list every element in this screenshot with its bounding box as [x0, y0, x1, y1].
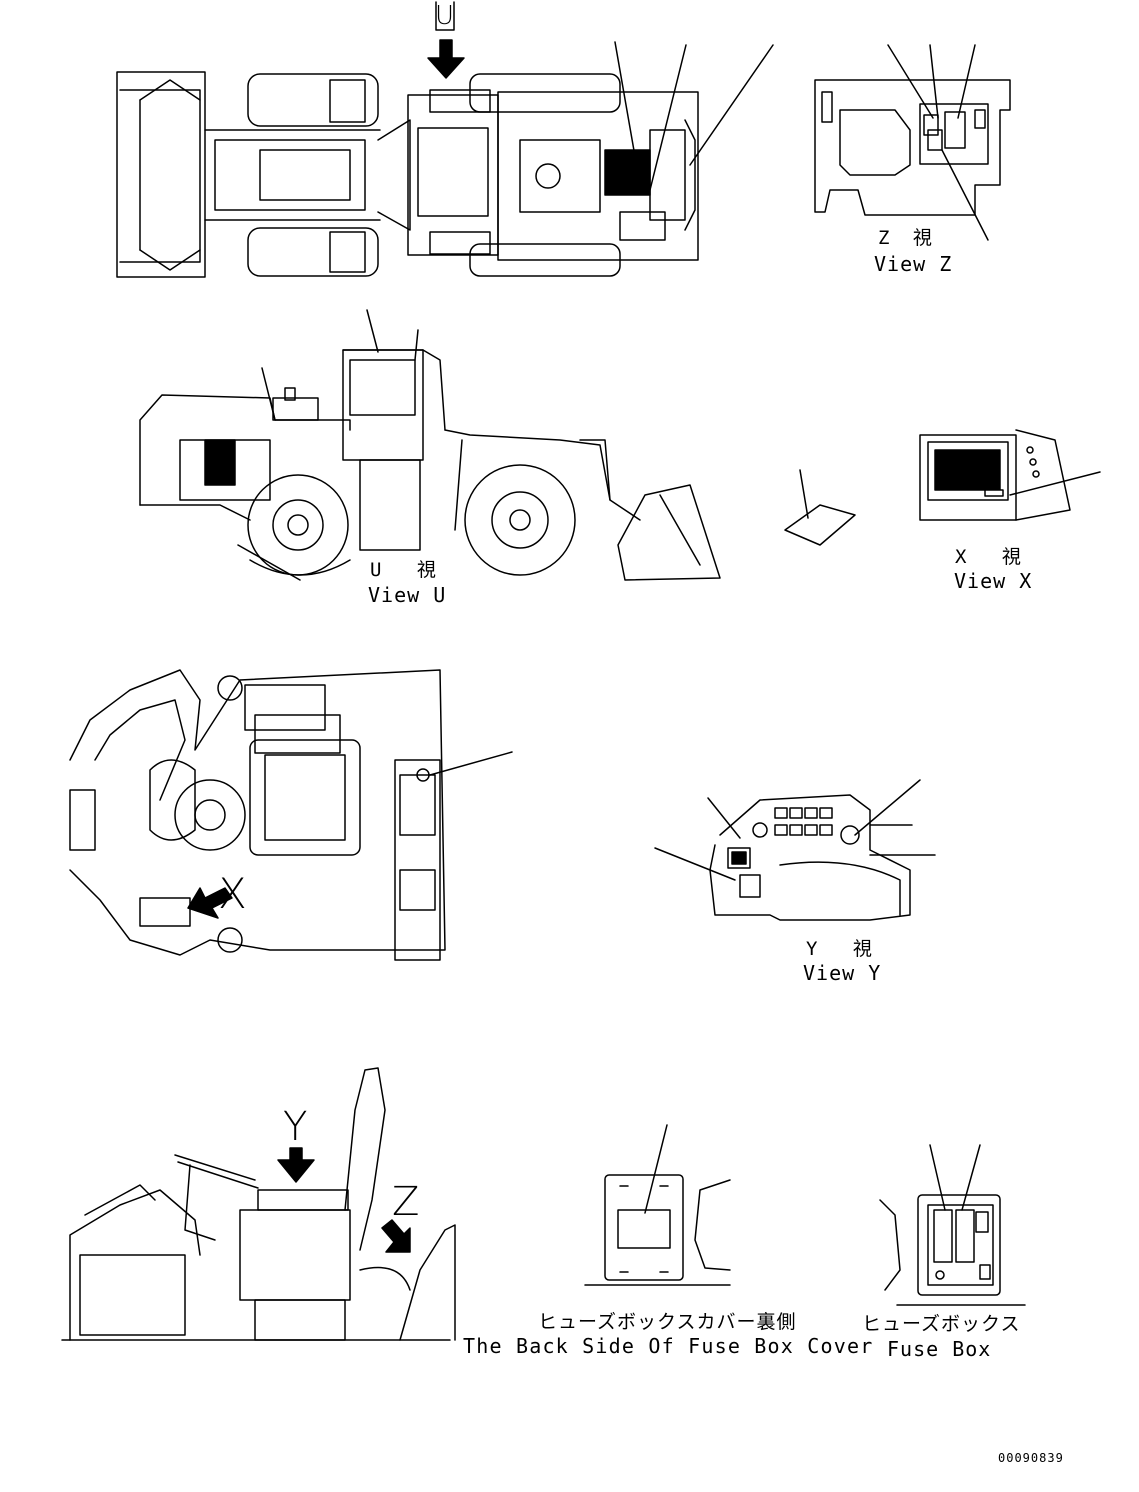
- cab-floor-plan: [69, 669, 513, 961]
- arrow-u-letter: U: [435, 1, 454, 31]
- arrow-x: [187, 887, 233, 919]
- view-x-decal-card: [784, 469, 856, 546]
- view-x-panel: [919, 429, 1101, 521]
- view-y-label-jp: Y 視: [806, 938, 884, 960]
- arrow-x-letter: X: [218, 869, 247, 918]
- arrow-z: [381, 1219, 411, 1253]
- drawing-number: 00090839: [998, 1451, 1064, 1465]
- view-y-label-en: View Y: [803, 961, 881, 985]
- view-x-label-en: View X: [954, 569, 1032, 593]
- fuse-box-cover: [584, 1124, 731, 1286]
- view-u-label-jp: U 視: [370, 559, 448, 581]
- view-z-label-en: View Z: [874, 252, 952, 276]
- arrow-letters: U X Y Z: [218, 1, 454, 1225]
- view-z-panel: [814, 44, 1011, 241]
- side-view-leader-lines: [261, 309, 419, 421]
- fuse-box-cover-label-jp: ヒューズボックスカバー裏側: [538, 1311, 796, 1333]
- view-z-label-jp: Z 視: [878, 227, 938, 249]
- fuse-box-label-en: Fuse Box: [887, 1337, 991, 1361]
- arrow-y: [277, 1147, 315, 1183]
- view-labels: Z 視 View Z U 視 View U X 視 View X Y 視 Vie…: [368, 227, 1064, 1465]
- view-y-console: [709, 794, 936, 921]
- fuse-box-label-jp: ヒューズボックス: [862, 1313, 1020, 1335]
- fuse-box: [879, 1144, 1026, 1306]
- arrow-y-letter: Y: [283, 1104, 307, 1150]
- top-view-leader-lines: [614, 41, 774, 191]
- arrow-u: [427, 1, 465, 79]
- view-y-leader-lines: [654, 779, 921, 881]
- view-u-label-en: View U: [368, 583, 446, 607]
- operator-side-view: [61, 1067, 456, 1341]
- top-view-loader: [116, 71, 699, 278]
- side-view-loader: [139, 349, 721, 581]
- view-x-label-jp: X 視: [955, 546, 1033, 568]
- fuse-box-cover-label-en: The Back Side Of Fuse Box Cover: [463, 1334, 873, 1358]
- arrow-z-letter: Z: [392, 1179, 419, 1225]
